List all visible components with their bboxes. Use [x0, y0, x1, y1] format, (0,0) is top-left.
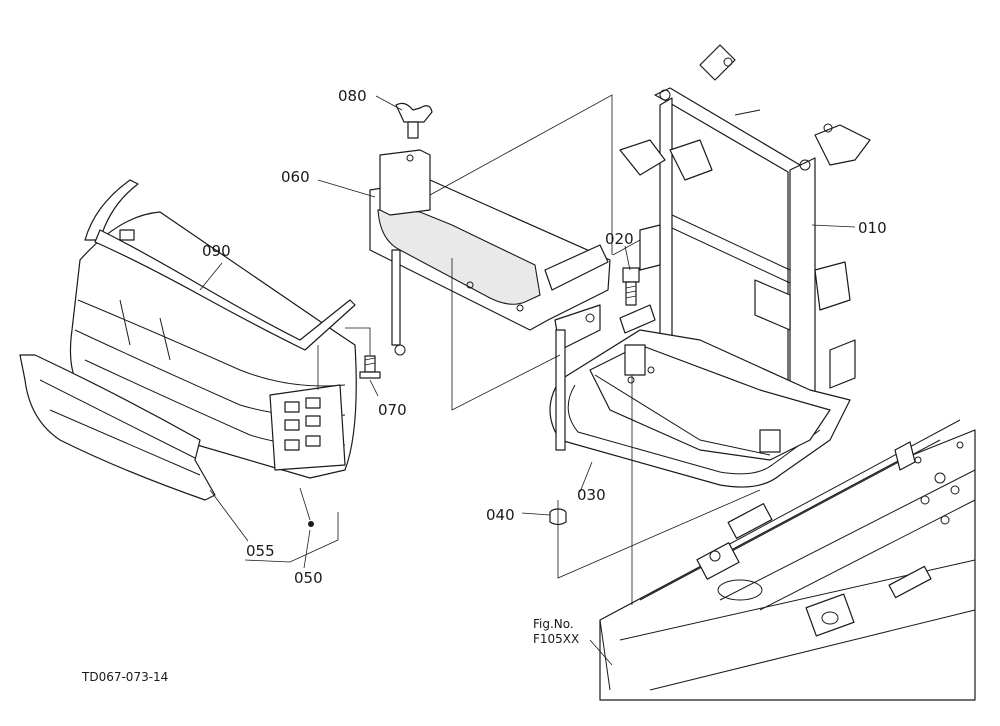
part-030-base-tray	[549, 329, 851, 488]
label-090: 090	[202, 242, 231, 260]
assembly-reference-lines	[244, 94, 761, 605]
part-060-bracket	[369, 149, 611, 451]
figure-ref-line2: F105XX	[533, 632, 579, 646]
label-060: 060	[281, 168, 310, 186]
leader-lines	[199, 95, 856, 666]
label-070: 070	[378, 401, 407, 419]
drawing-code: TD067-073-14	[81, 670, 168, 684]
figure-ref-line1: Fig.No.	[533, 617, 574, 631]
label-020: 020	[605, 230, 634, 248]
label-080: 080	[338, 87, 367, 105]
part-090-trim-strip	[84, 179, 356, 351]
chassis-frame	[599, 419, 976, 701]
label-050: 050	[294, 569, 323, 587]
fastener-dot	[308, 521, 314, 527]
label-010: 010	[858, 219, 887, 237]
label-040: 040	[486, 506, 515, 524]
part-080-wing-bolt	[395, 102, 433, 139]
part-020-bolt	[619, 267, 656, 334]
part-055-lower-panel	[19, 354, 314, 527]
label-030: 030	[577, 486, 606, 504]
label-055: 055	[246, 542, 275, 560]
part-070-bolt	[359, 355, 381, 379]
part-010-support-frame	[619, 44, 871, 453]
